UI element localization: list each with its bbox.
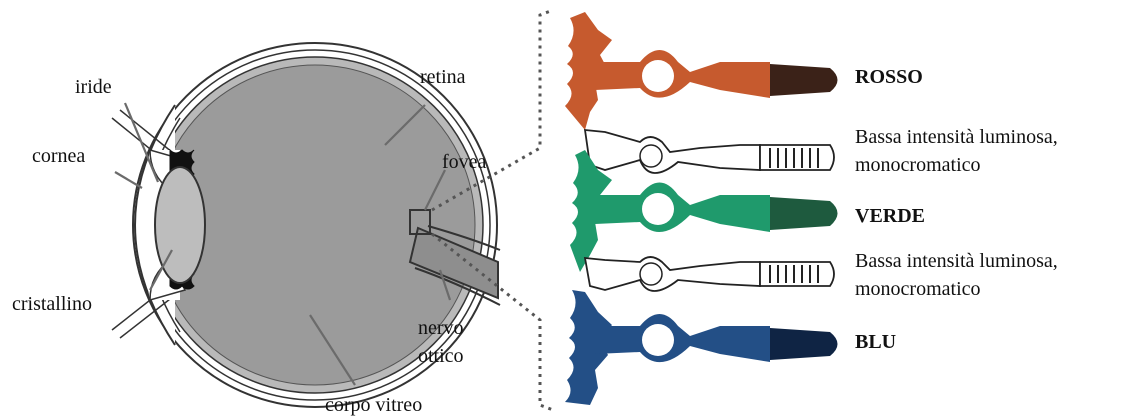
rod-1-discs xyxy=(770,148,818,168)
blue-cone-stalk xyxy=(595,314,770,362)
blue-cone-cell xyxy=(565,290,838,405)
label-rosso: ROSSO xyxy=(855,66,923,88)
label-retina: retina xyxy=(420,66,466,88)
rod-cell-1 xyxy=(585,130,834,173)
red-cone-nucleus xyxy=(642,60,674,92)
blue-cone-outer-segment xyxy=(770,328,838,360)
photoreceptor-labels: ROSSO Bassa intensità luminosa, monocrom… xyxy=(855,66,1058,353)
blue-cone-nucleus xyxy=(642,324,674,356)
label-rod-1-line2: monocromatico xyxy=(855,154,981,176)
red-cone-stalk xyxy=(595,50,770,98)
rod-2-nucleus xyxy=(640,263,662,285)
rod-1-body xyxy=(585,130,760,173)
rod-1-outer-segment xyxy=(760,145,834,170)
label-blu: BLU xyxy=(855,331,896,353)
photoreceptor-cells xyxy=(565,12,838,405)
rod-1-nucleus xyxy=(640,145,662,167)
label-iride: iride xyxy=(75,76,112,98)
rod-2-outer-segment xyxy=(760,262,834,286)
label-cristallino: cristallino xyxy=(12,293,92,315)
label-rod-1-line1: Bassa intensità luminosa, xyxy=(855,126,1058,148)
green-cone-stalk xyxy=(595,183,770,233)
red-cone-cell xyxy=(565,12,838,130)
eye-cross-section: iride cornea cristallino retina fovea ne… xyxy=(12,43,500,416)
label-ottico: ottico xyxy=(418,345,464,367)
red-cone-outer-segment xyxy=(770,64,838,96)
green-cone-outer-segment xyxy=(770,197,838,230)
rod-2-discs xyxy=(770,265,818,283)
label-rod-2-line1: Bassa intensità luminosa, xyxy=(855,250,1058,272)
green-cone-nucleus xyxy=(642,193,674,225)
label-verde: VERDE xyxy=(855,205,925,227)
label-rod-2-line2: monocromatico xyxy=(855,278,981,300)
label-fovea: fovea xyxy=(442,151,487,173)
rod-2-body xyxy=(585,257,760,291)
label-cornea: cornea xyxy=(32,145,85,167)
label-corpo-vitreo: corpo vitreo xyxy=(325,394,422,416)
label-nervo: nervo xyxy=(418,317,464,339)
rod-cell-2 xyxy=(585,257,834,291)
